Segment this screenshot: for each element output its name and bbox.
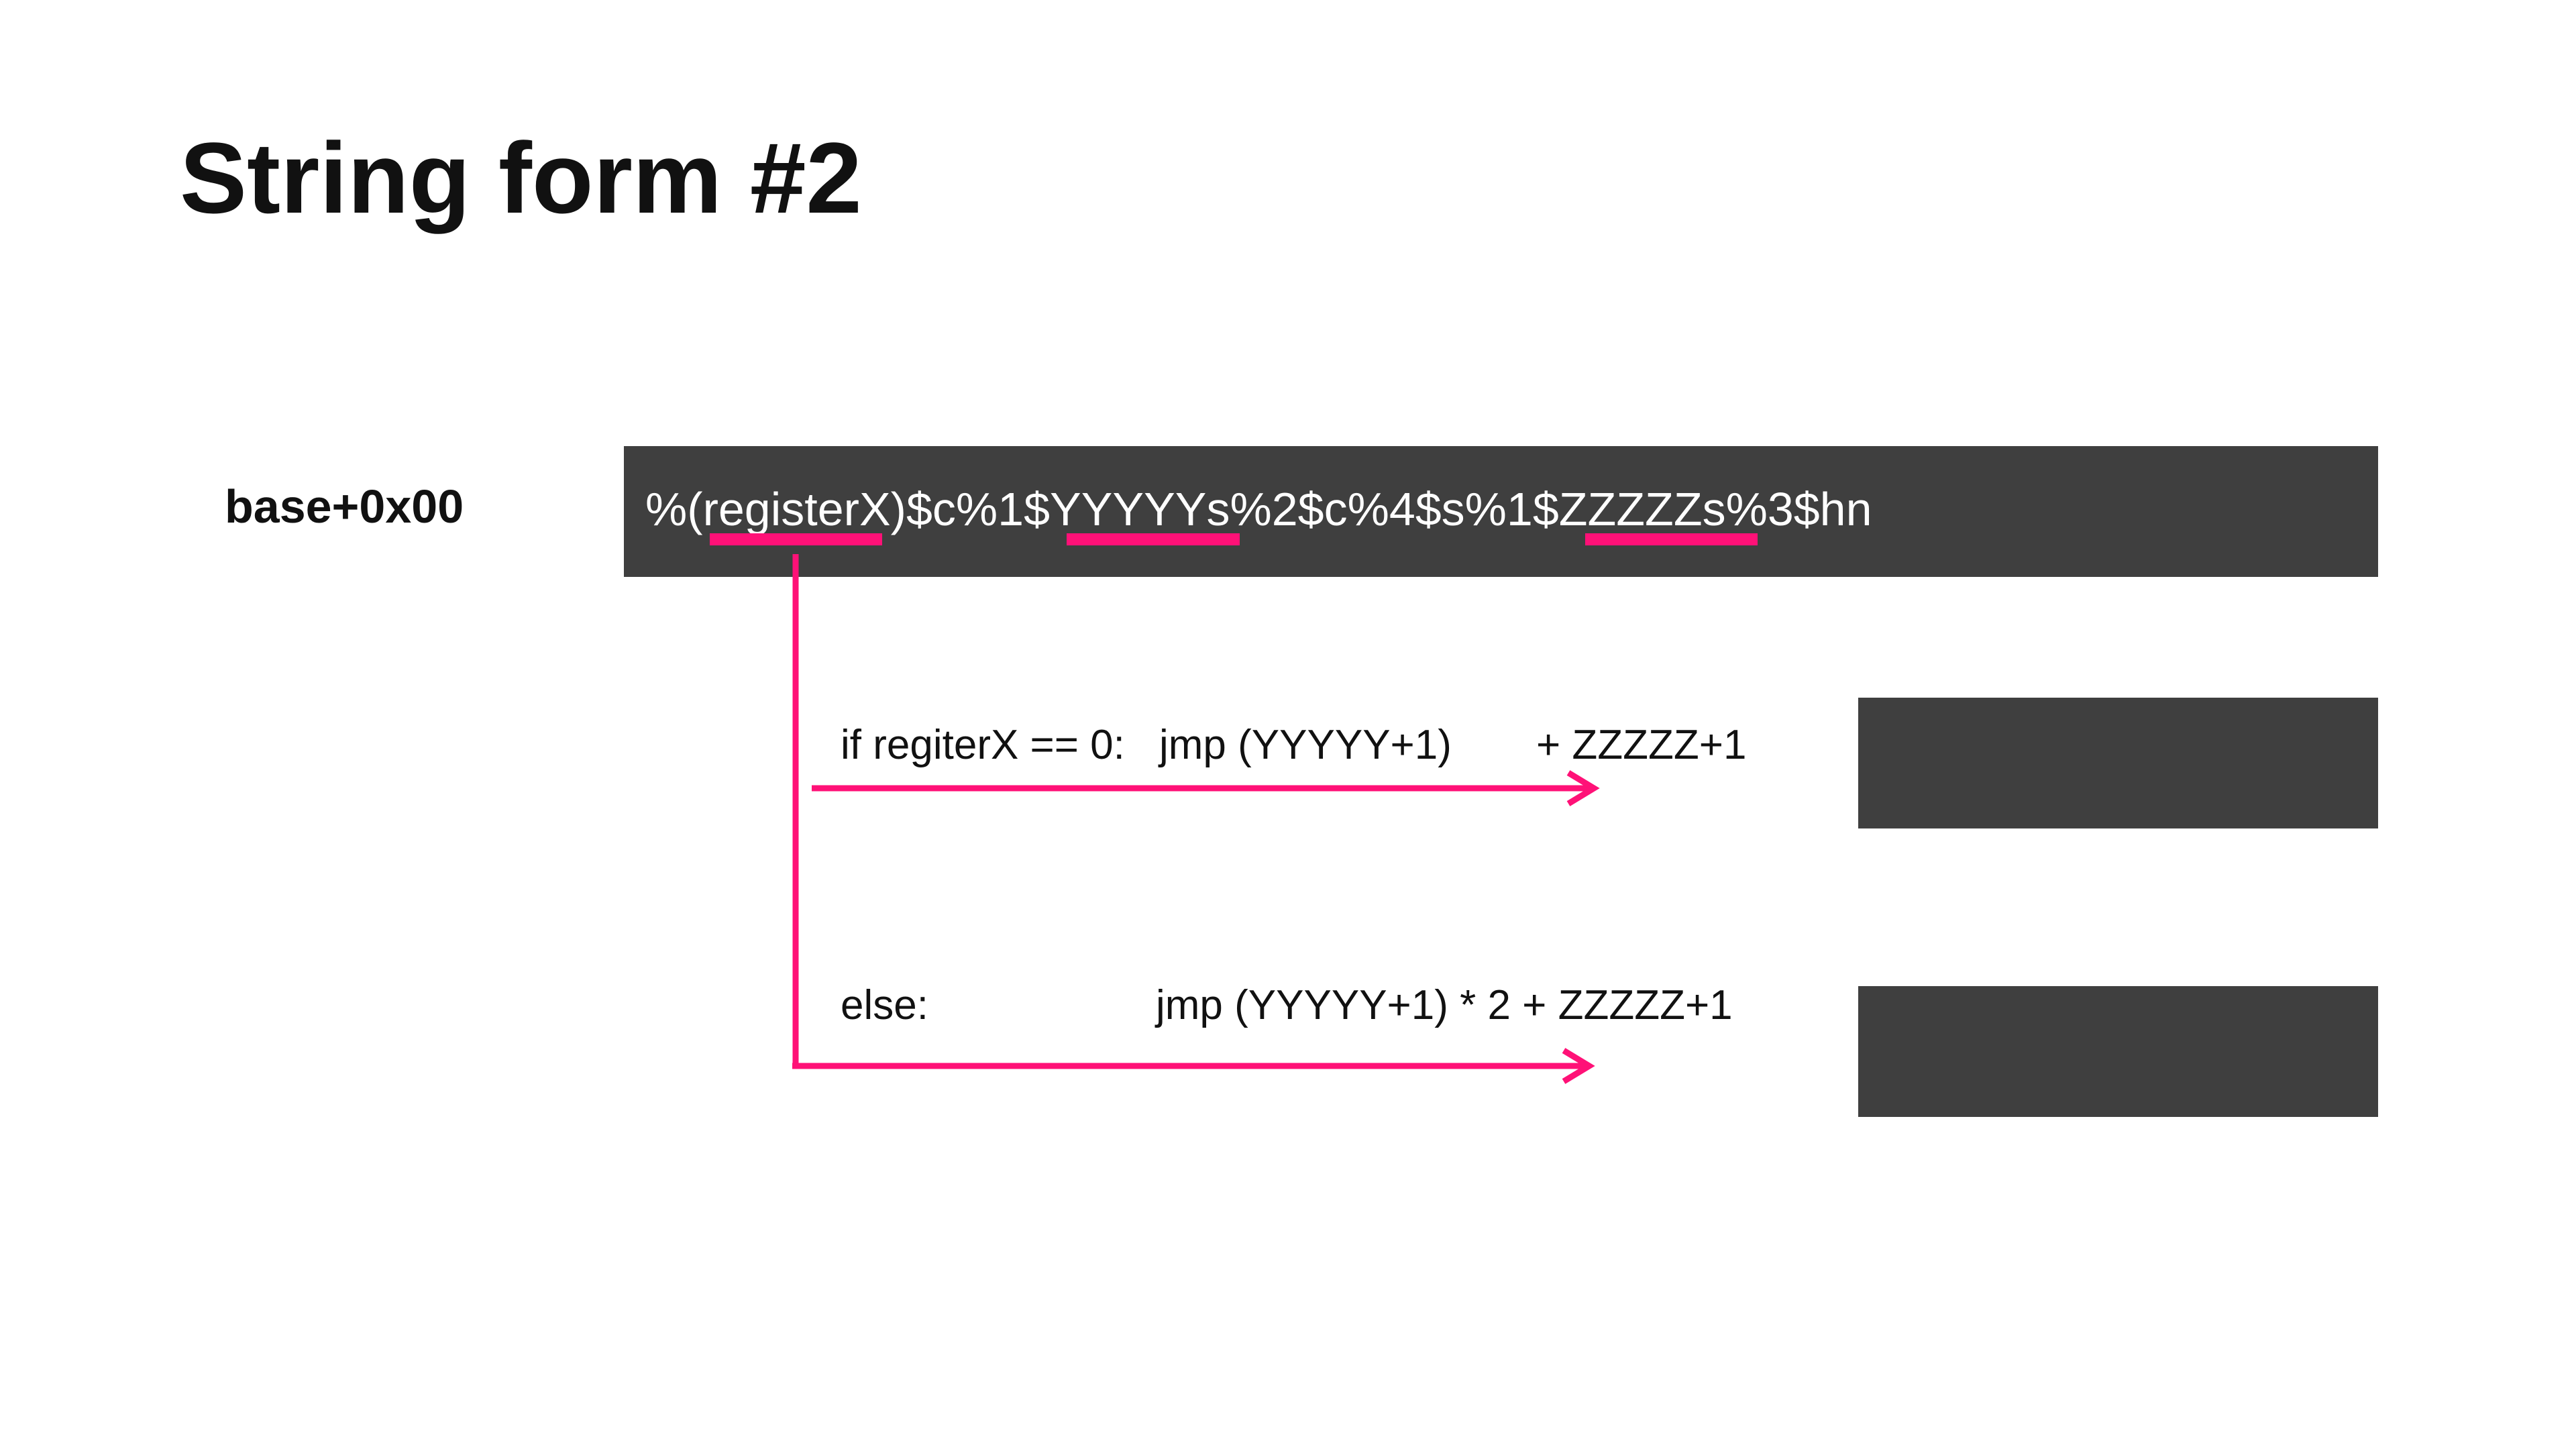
else-target-box	[1858, 986, 2378, 1117]
format-register: registerX	[702, 483, 891, 535]
format-string-bar	[624, 446, 2378, 577]
format-prefix: %(	[645, 483, 703, 535]
base-offset-label: base+0x00	[225, 480, 464, 533]
if-jump: jmp (YYYYY+1)	[1159, 722, 1452, 768]
slide-title: String form #2	[180, 121, 862, 234]
if-plus-offset: + ZZZZZ+1	[1536, 722, 1747, 768]
format-mid-2: %2$c%4$s%1$	[1230, 483, 1559, 535]
format-zzzzz: ZZZZZs	[1558, 483, 1726, 535]
else-arrow-head	[1562, 1048, 1595, 1084]
format-mid-1: )$c%1$	[890, 483, 1051, 535]
if-condition: if regiterX == 0:	[841, 722, 1125, 768]
format-string: %(registerX)$c%1$YYYYYs%2$c%4$s%1$ZZZZZs…	[645, 486, 1872, 533]
format-yyyyy: YYYYYs	[1050, 483, 1230, 535]
else-jump: jmp (YYYYY+1) * 2 + ZZZZZ+1	[1156, 982, 1733, 1028]
else-label: else:	[841, 982, 928, 1028]
if-arrow-head	[1566, 770, 1600, 806]
format-suffix: %3$hn	[1725, 483, 1872, 535]
if-target-box	[1858, 698, 2378, 828]
